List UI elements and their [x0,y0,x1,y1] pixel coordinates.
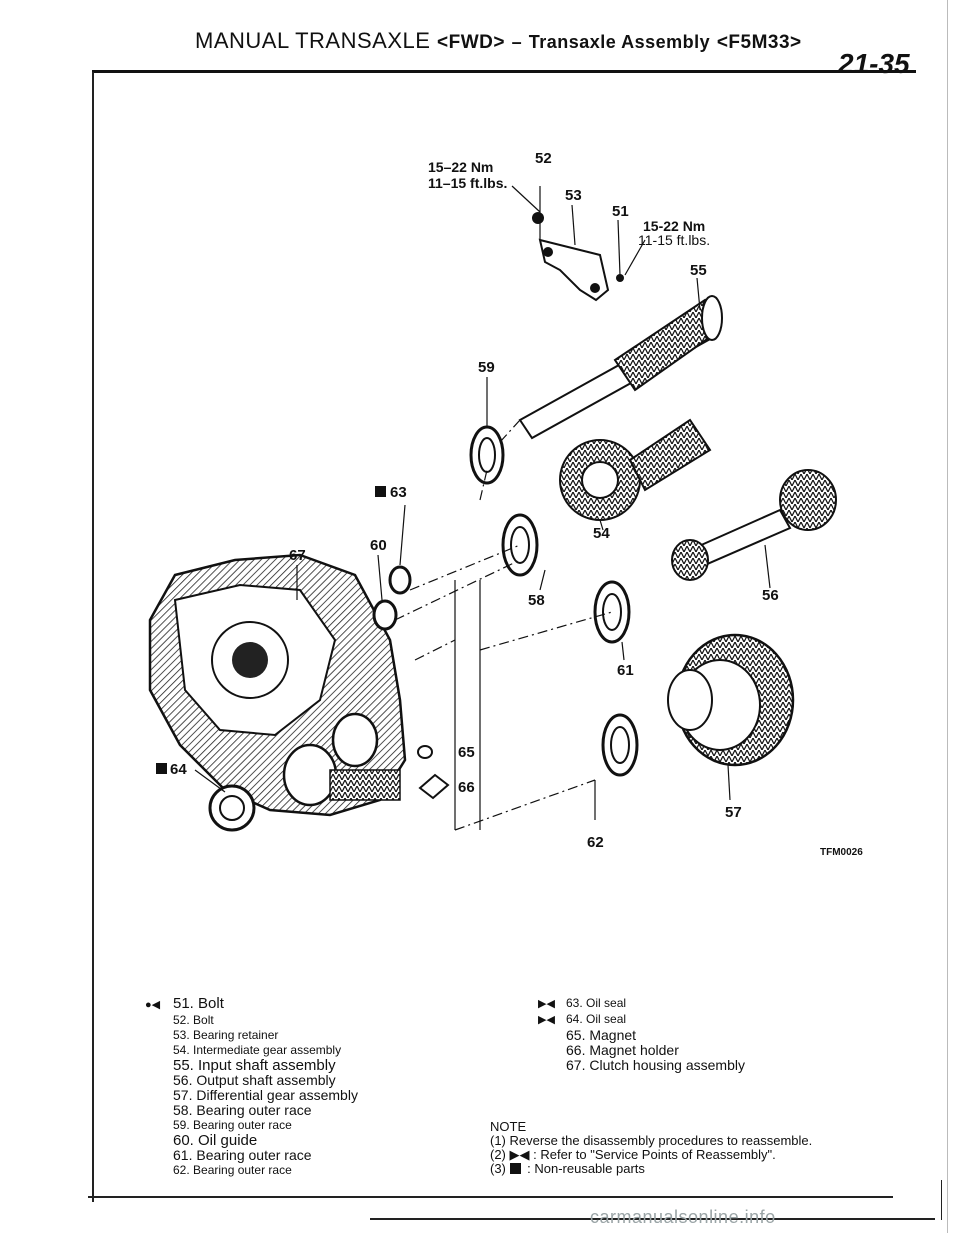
callout-61: 61 [617,662,634,679]
nonreusable-box-63 [375,486,386,497]
legend-item: 52. Bolt [173,1013,214,1027]
note-line-2: (2) ▶◀ : Refer to "Service Points of Rea… [490,1147,776,1162]
service-point-mark: ▶◀ [509,1147,530,1162]
header-rule [92,70,916,73]
legend-item: 55. Input shaft assembly [173,1057,336,1074]
callout-52: 52 [535,150,552,167]
bearing-races-drawing [372,425,639,800]
footer-rule-lower [370,1218,935,1220]
header-dash: – [511,32,523,52]
legend-item: 59. Bearing outer race [173,1118,292,1132]
legend-item: 60. Oil guide [173,1132,258,1149]
right-edge-rule [947,0,948,1233]
legend-mark: ▶◀ [538,998,555,1010]
callout-64: 64 [170,761,187,778]
footer-rule [88,1196,893,1198]
legend-item: ●◀51. Bolt [145,995,224,1012]
legend-mark: ●◀ [145,999,161,1011]
torque-2-nm: 15-22 Nm [643,218,705,234]
nonreusable-box-64 [156,763,167,774]
torque-1-ftlbs: 11–15 ft.lbs. [428,175,507,191]
left-margin-rule [92,72,94,1202]
parts-legend-left: ●◀51. Bolt 52. Bolt 53. Bearing retainer… [145,996,358,1178]
page-number: 21-35 [838,48,910,79]
callout-57: 57 [725,804,742,821]
note-line-3: (3) : Non-reusable parts [490,1161,645,1176]
fwd-label: <FWD> [437,32,505,53]
section-title: MANUAL TRANSAXLE [195,28,431,53]
callout-58: 58 [528,592,545,609]
legend-item: 65. Magnet [566,1027,637,1043]
callout-63: 63 [390,484,407,501]
callout-53: 53 [565,187,582,204]
legend-item: 53. Bearing retainer [173,1028,279,1042]
differential-drawing [667,633,795,767]
watermark: carmanualsonline.info [590,1207,776,1227]
legend-item: 57. Differential gear assembly [173,1087,358,1103]
note-block: NOTE (1) Reverse the disassembly procedu… [490,1120,812,1176]
page-header: MANUAL TRANSAXLE <FWD> – Transaxle Assem… [195,28,802,54]
callout-65: 65 [458,744,475,761]
callout-56: 56 [762,587,779,604]
model-label: <F5M33> [716,32,802,53]
callout-59: 59 [478,359,495,376]
note-line-1: (1) Reverse the disassembly procedures t… [490,1133,813,1148]
legend-item: 58. Bearing outer race [173,1102,312,1118]
legend-item: 54. Intermediate gear assembly [173,1043,342,1057]
torque-2-ftlbs: 11-15 ft.lbs. [638,232,710,248]
note-title: NOTE [490,1119,527,1134]
legend-mark: ▶◀ [538,1014,555,1026]
callout-55: 55 [690,262,707,279]
clutch-housing-drawing [148,553,407,817]
legend-item: ▶◀64. Oil seal [538,1012,627,1026]
callout-66: 66 [458,779,475,796]
bearing-retainer-drawing [532,212,624,302]
nonreusable-box-icon [509,1163,521,1174]
callout-67: 67 [289,547,306,564]
torque-1-nm: 15–22 Nm [428,159,493,175]
callout-51: 51 [612,203,629,220]
legend-item: 56. Output shaft assembly [173,1072,336,1088]
output-shaft-drawing [671,469,837,581]
parts-legend-right: ▶◀63. Oil seal ▶◀64. Oil seal 65. Magnet… [538,996,745,1073]
legend-item: 62. Bearing outer race [173,1163,292,1177]
legend-item: 67. Clutch housing assembly [566,1057,745,1073]
callout-60: 60 [370,537,387,554]
figure-code: TFM0026 [820,847,863,858]
leader-lines [194,185,771,831]
corner-tick [941,1180,942,1220]
exploded-diagram: 15–22 Nm 11–15 ft.lbs. 15-22 Nm 11-15 ft… [148,150,863,858]
callout-54: 54 [593,525,610,542]
legend-item: 66. Magnet holder [566,1042,679,1058]
oil-seal-64-drawing [208,784,256,832]
intermediate-gear-drawing [559,418,712,521]
legend-item: 61. Bearing outer race [173,1147,312,1163]
legend-item: ▶◀63. Oil seal [538,996,627,1010]
callout-62: 62 [587,834,604,851]
subtitle: Transaxle Assembly [528,32,711,52]
input-shaft-drawing [518,295,723,440]
